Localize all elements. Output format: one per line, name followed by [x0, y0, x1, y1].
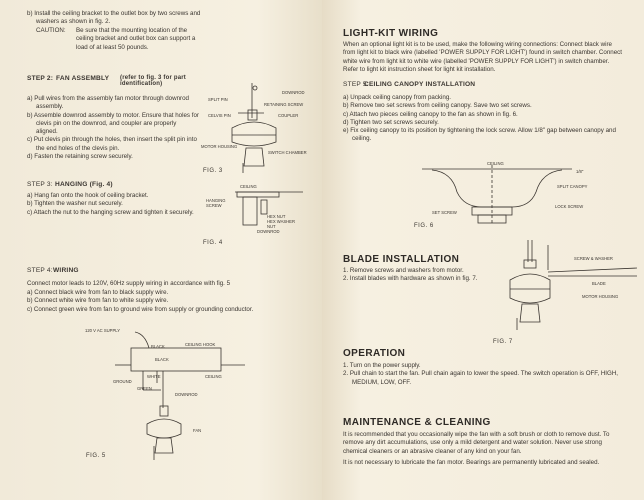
svg-text:FAN: FAN [193, 428, 201, 433]
step5-prefix: STEP 5: [343, 81, 369, 88]
fig6-caption: FIG. 6 [414, 223, 434, 229]
svg-text:BLADE: BLADE [592, 281, 606, 286]
step2-prefix: STEP 2: [27, 75, 54, 82]
caution-label: CAUTION: [36, 27, 66, 34]
maintenance-paragraph-2: It is not necessary to lubricate the fan… [343, 459, 600, 466]
list-item: d) Fasten the retaining screw securely. [27, 153, 133, 161]
list-item: 1. Turn on the power supply. [343, 362, 421, 369]
svg-text:CEILING: CEILING [240, 184, 257, 189]
lightkit-text: When an optional light kit is to be used… [343, 41, 622, 73]
step2-list: a) Pull wires from the assembly fan moto… [27, 95, 199, 161]
list-item: a) Connect black wire from fan to black … [27, 289, 169, 296]
list-item: e) Fix ceiling canopy to its position by… [343, 127, 616, 143]
maintenance-paragraph-1: It is recommended that you occasionally … [343, 431, 610, 455]
svg-text:DOWNROD: DOWNROD [175, 392, 198, 397]
svg-text:CEILING HOOK: CEILING HOOK [185, 342, 215, 347]
svg-text:RETAINING SCREW: RETAINING SCREW [264, 102, 303, 107]
fig7-caption: FIG. 7 [493, 339, 513, 345]
list-item: 1. Remove screws and washers from motor. [343, 267, 464, 274]
left-page: b) Install the ceiling bracket to the ou… [0, 0, 322, 500]
fig6-diagram: CEILING 1/8" SPLIT CANOPY LOCK SCREW SET S… [422, 161, 588, 225]
svg-text:SET SCREW: SET SCREW [432, 210, 457, 215]
right-page: LIGHT-KIT WIRING When an optional light … [322, 0, 644, 500]
fig5-diagram: 120 V AC SUPPLY BLACK CEILING HOOK BLACK W… [85, 328, 245, 460]
svg-text:BLACK: BLACK [155, 357, 169, 362]
svg-text:WHITE: WHITE [147, 374, 161, 379]
svg-text:GROUND: GROUND [113, 379, 132, 384]
svg-text:MOTOR HOUSING: MOTOR HOUSING [582, 294, 618, 299]
svg-text:HANGING: HANGING [206, 198, 226, 203]
blade-list: 1. Remove screws and washers from motor.… [343, 267, 503, 284]
svg-text:LOCK SCREW: LOCK SCREW [555, 204, 583, 209]
list-item: c) Put clevis pin through the holes, the… [27, 136, 197, 152]
list-item: c) Connect green wire from fan to ground… [27, 305, 254, 313]
svg-text:HEX WASHER: HEX WASHER [267, 219, 295, 224]
svg-text:CEILING: CEILING [205, 374, 222, 379]
list-item: 2. Install blades with hardware as shown… [343, 275, 478, 283]
fig7-diagram: SCREW & WASHER BLADE MOTOR HOUSING [509, 240, 638, 330]
svg-text:SCREW & WASHER: SCREW & WASHER [574, 256, 613, 261]
step4-title: WIRING [53, 267, 79, 274]
svg-text:MOTOR HOUSING: MOTOR HOUSING [201, 144, 237, 149]
fig3-caption: FIG. 3 [203, 168, 223, 174]
svg-text:HEX NUT: HEX NUT [267, 214, 286, 219]
svg-text:BLACK: BLACK [151, 344, 165, 349]
step3-prefix: STEP 3: [27, 181, 53, 188]
operation-title: OPERATION [343, 348, 406, 359]
step4-intro: Connect motor leads to 120V, 60Hz supply… [27, 280, 231, 287]
step5-list: a) Unpack ceiling canopy from packing. b… [343, 94, 625, 144]
svg-text:GREEN: GREEN [137, 386, 152, 391]
step3-title: HANGING (Fig. 4) [55, 181, 113, 188]
step4-list: a) Connect black wire from fan to black … [27, 289, 307, 314]
list-item: d) Tighten two set screws securely. [343, 118, 439, 126]
fig4-caption: FIG. 4 [203, 240, 223, 246]
list-item: b) Assemble downrod assembly to motor. E… [27, 111, 199, 136]
list-item: b) Remove two set screws from ceiling ca… [343, 102, 532, 110]
list-item: a) Unpack ceiling canopy from packing. [343, 94, 451, 101]
list-item: a) Hang fan onto the hook of ceiling bra… [27, 192, 149, 199]
svg-text:NUT: NUT [267, 224, 276, 229]
svg-text:CEILING: CEILING [487, 161, 504, 166]
svg-text:SPLIT PIN: SPLIT PIN [208, 97, 228, 102]
step4-prefix: STEP 4: [27, 267, 53, 274]
svg-text:DOWNROD: DOWNROD [257, 229, 280, 234]
list-item: b) Connect white wire from fan to white … [27, 297, 169, 305]
list-item: b) Tighten the washer nut securely. [27, 200, 123, 208]
intro-step-b: b) Install the ceiling bracket to the ou… [27, 10, 201, 26]
list-item: a) Pull wires from the assembly fan moto… [27, 95, 189, 111]
fig5-caption: FIG. 5 [86, 453, 106, 459]
operation-list: 1. Turn on the power supply. 2. Pull cha… [343, 362, 625, 387]
svg-text:COUPLER: COUPLER [278, 113, 298, 118]
maintenance-title: MAINTENANCE & CLEANING [343, 417, 491, 428]
blade-title: BLADE INSTALLATION [343, 254, 460, 265]
svg-text:SWITCH CHAMBER: SWITCH CHAMBER [268, 150, 307, 155]
step5-title: CEILING CANOPY INSTALLATION [364, 81, 476, 88]
step2-note: (refer to fig. 3 for part identification… [120, 75, 187, 87]
svg-text:DOWNROD: DOWNROD [282, 90, 305, 95]
svg-text:SCREW: SCREW [206, 203, 222, 208]
svg-text:SPLIT CANOPY: SPLIT CANOPY [557, 184, 588, 189]
list-item: c) Attach two pieces ceiling canopy to t… [343, 110, 518, 118]
fig3-diagram: DOWNROD SPLIT PIN RETAINING SCREW CELVIS P… [201, 83, 307, 173]
list-item: c) Attach the nut to the hanging screw a… [27, 208, 194, 216]
svg-text:1/8": 1/8" [576, 169, 584, 174]
caution-text: Be sure that the mounting location of th… [76, 27, 196, 51]
svg-text:CELVIS PIN: CELVIS PIN [208, 113, 231, 118]
step3-list: a) Hang fan onto the hook of ceiling bra… [27, 192, 199, 217]
lightkit-title: LIGHT-KIT WIRING [343, 28, 439, 39]
step2-title: FAN ASSEMBLY [56, 75, 110, 82]
svg-text:120 V AC SUPPLY: 120 V AC SUPPLY [85, 328, 120, 333]
list-item: 2. Pull chain to start the fan. Pull cha… [343, 370, 619, 386]
